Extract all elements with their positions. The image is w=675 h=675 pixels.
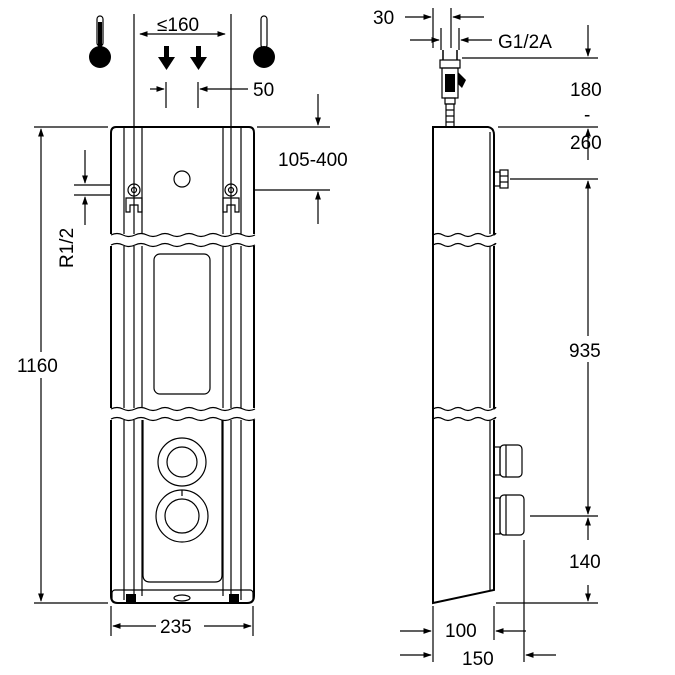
front-view: ≤160 50 105-400 R1/2 1160 (14, 14, 348, 638)
side-fitting (493, 169, 509, 189)
dim-height-range-label: 105-400 (278, 150, 348, 171)
dim-thread-label: R1/2 (57, 228, 78, 268)
dim-top-min-label: 180 (570, 80, 602, 101)
dim-depth-outer-label: 150 (462, 649, 494, 670)
dim-mid-height-label: 935 (569, 341, 601, 362)
dim-width-label: 235 (160, 617, 192, 638)
top-valve (439, 50, 466, 128)
center-hole (173, 170, 191, 188)
dim-connection-label: G1/2A (498, 32, 552, 53)
dim-top-dash-label: - (584, 105, 590, 126)
mounting-hole-left (125, 183, 143, 213)
down-arrow-icon (158, 46, 175, 70)
lower-knob (155, 489, 209, 543)
dim-bottom-height-label: 140 (569, 552, 601, 573)
dim-depth-inner-label: 100 (445, 621, 477, 642)
down-arrow-icon (190, 46, 207, 70)
dim-pipe-width-label: 30 (373, 8, 394, 29)
dim-total-height-label: 1160 (17, 356, 58, 377)
upper-knob (157, 437, 207, 487)
thermometer-cold-icon (253, 15, 275, 68)
dim-offset-label: 50 (253, 80, 274, 101)
side-panel (431, 126, 525, 605)
mounting-hole-right (222, 183, 240, 213)
side-upper-knob (493, 444, 523, 478)
thermometer-hot-icon (89, 15, 111, 68)
panel-window (153, 253, 211, 395)
dim-top-max-label: 260 (570, 133, 602, 154)
dim-center-spacing-label: ≤160 (157, 15, 199, 36)
side-view: 30 G1/2A 180 - 260 (373, 8, 610, 670)
front-panel (109, 126, 257, 604)
side-lower-knob (493, 494, 525, 536)
